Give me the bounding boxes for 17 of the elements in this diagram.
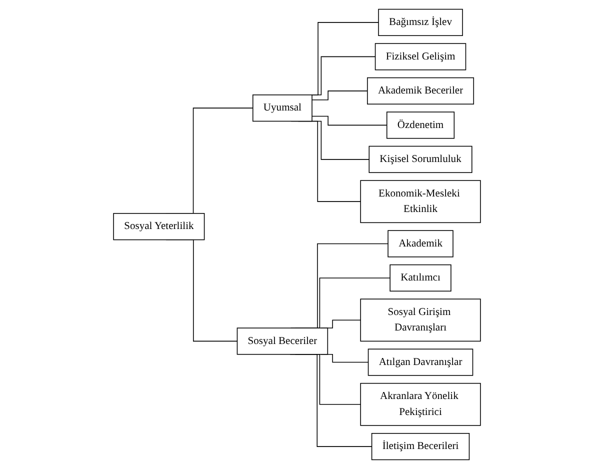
node-box: Özdenetim [386,112,455,139]
node-box: Sosyal Girişim Davranışları [360,298,481,342]
node-box: Bağımsız İşlev [378,8,463,36]
node-box: Katılımcı [390,264,452,292]
node-box: Kişisel Sorumluluk [368,146,472,173]
connector [312,90,368,100]
node-box: Atılgan Davranışlar [368,348,474,376]
connector [312,116,388,126]
node-box: Akademik Beceriler [367,77,474,104]
node-box: İletişim Becerileri [371,433,470,460]
node-box: Akademik [388,230,454,258]
node-box: Sosyal Yeterlilik [113,213,205,240]
node-box: Ekonomik-Mesleki Etkinlik [360,180,481,224]
node-box: Sosyal Beceriler [236,328,328,355]
node-box: Akranlara Yönelik Pekiştirici [360,382,481,426]
node-box: Uyumsal [252,94,312,122]
node-box: Fiziksel Gelişim [374,43,466,70]
